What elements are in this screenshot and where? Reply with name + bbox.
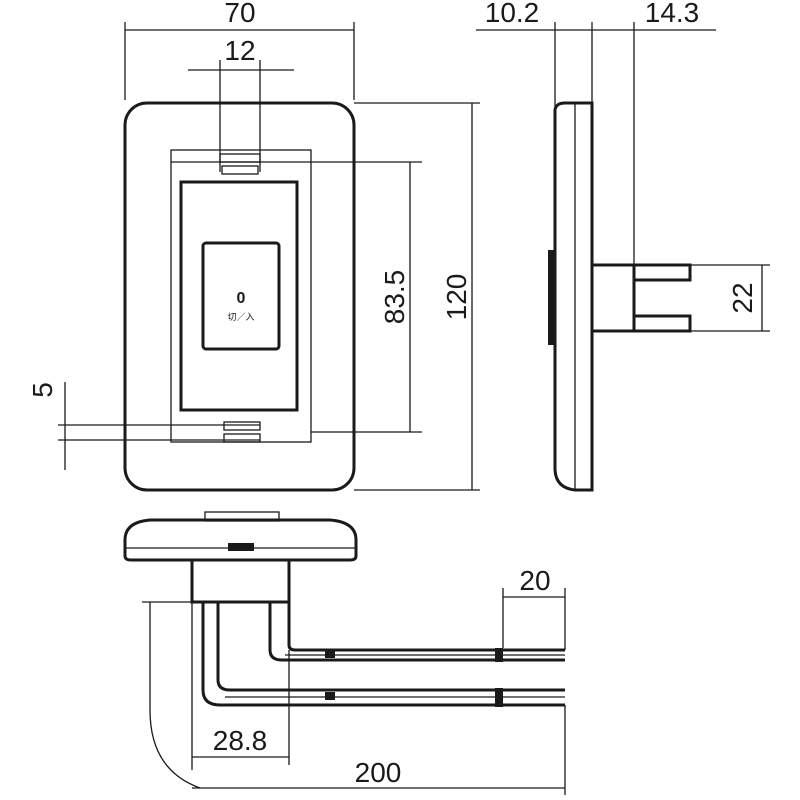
side-plate-boss: [548, 250, 556, 345]
svg-text:12: 12: [224, 35, 255, 66]
svg-text:5: 5: [27, 382, 58, 398]
offset-dimension: 5: [27, 382, 66, 470]
bottom-switch-body: [190, 558, 291, 604]
switch-label-o: 0: [237, 290, 246, 307]
bottom-plate-tab: [204, 511, 280, 522]
svg-text:120: 120: [441, 274, 472, 321]
svg-text:70: 70: [224, 0, 255, 28]
svg-text:10.2: 10.2: [485, 0, 540, 28]
svg-text:28.8: 28.8: [213, 725, 268, 756]
inner-height-dimension: 83.5: [311, 161, 422, 433]
lead-length-dimension: 200: [142, 601, 566, 795]
bottom-view: 20 28.8 200: [123, 511, 566, 795]
switch-label-text: 切／入: [227, 312, 254, 323]
width-dimension: 70: [124, 0, 355, 100]
bottom-plate-notch: [228, 543, 254, 551]
bottom-fixing-mark: [58, 421, 261, 443]
svg-text:14.3: 14.3: [645, 0, 700, 28]
switch-button: [201, 241, 281, 351]
svg-text:20: 20: [519, 565, 550, 596]
svg-text:22: 22: [727, 282, 758, 313]
depth-dimension: 10.2 14.3: [476, 0, 716, 265]
height-dimension: 120: [354, 102, 480, 491]
svg-text:83.5: 83.5: [379, 270, 410, 325]
front-switch-frame: [179, 180, 299, 412]
front-view: 0 切／入 70 12: [27, 0, 480, 492]
opening-dimension: 12: [188, 35, 294, 172]
side-plate-outline: [553, 101, 594, 492]
body-height-dimension: 22: [690, 264, 770, 332]
svg-text:200: 200: [355, 757, 402, 788]
lead-offset-dimension: 28.8: [191, 602, 290, 770]
side-view: 10.2 14.3 22: [476, 0, 770, 492]
lead-wires: [201, 602, 565, 707]
strip-length-dimension: 20: [502, 565, 566, 650]
top-fixing-mark: [171, 153, 311, 175]
bottom-plate-outline: [123, 518, 358, 562]
side-switch-body: [590, 263, 692, 333]
